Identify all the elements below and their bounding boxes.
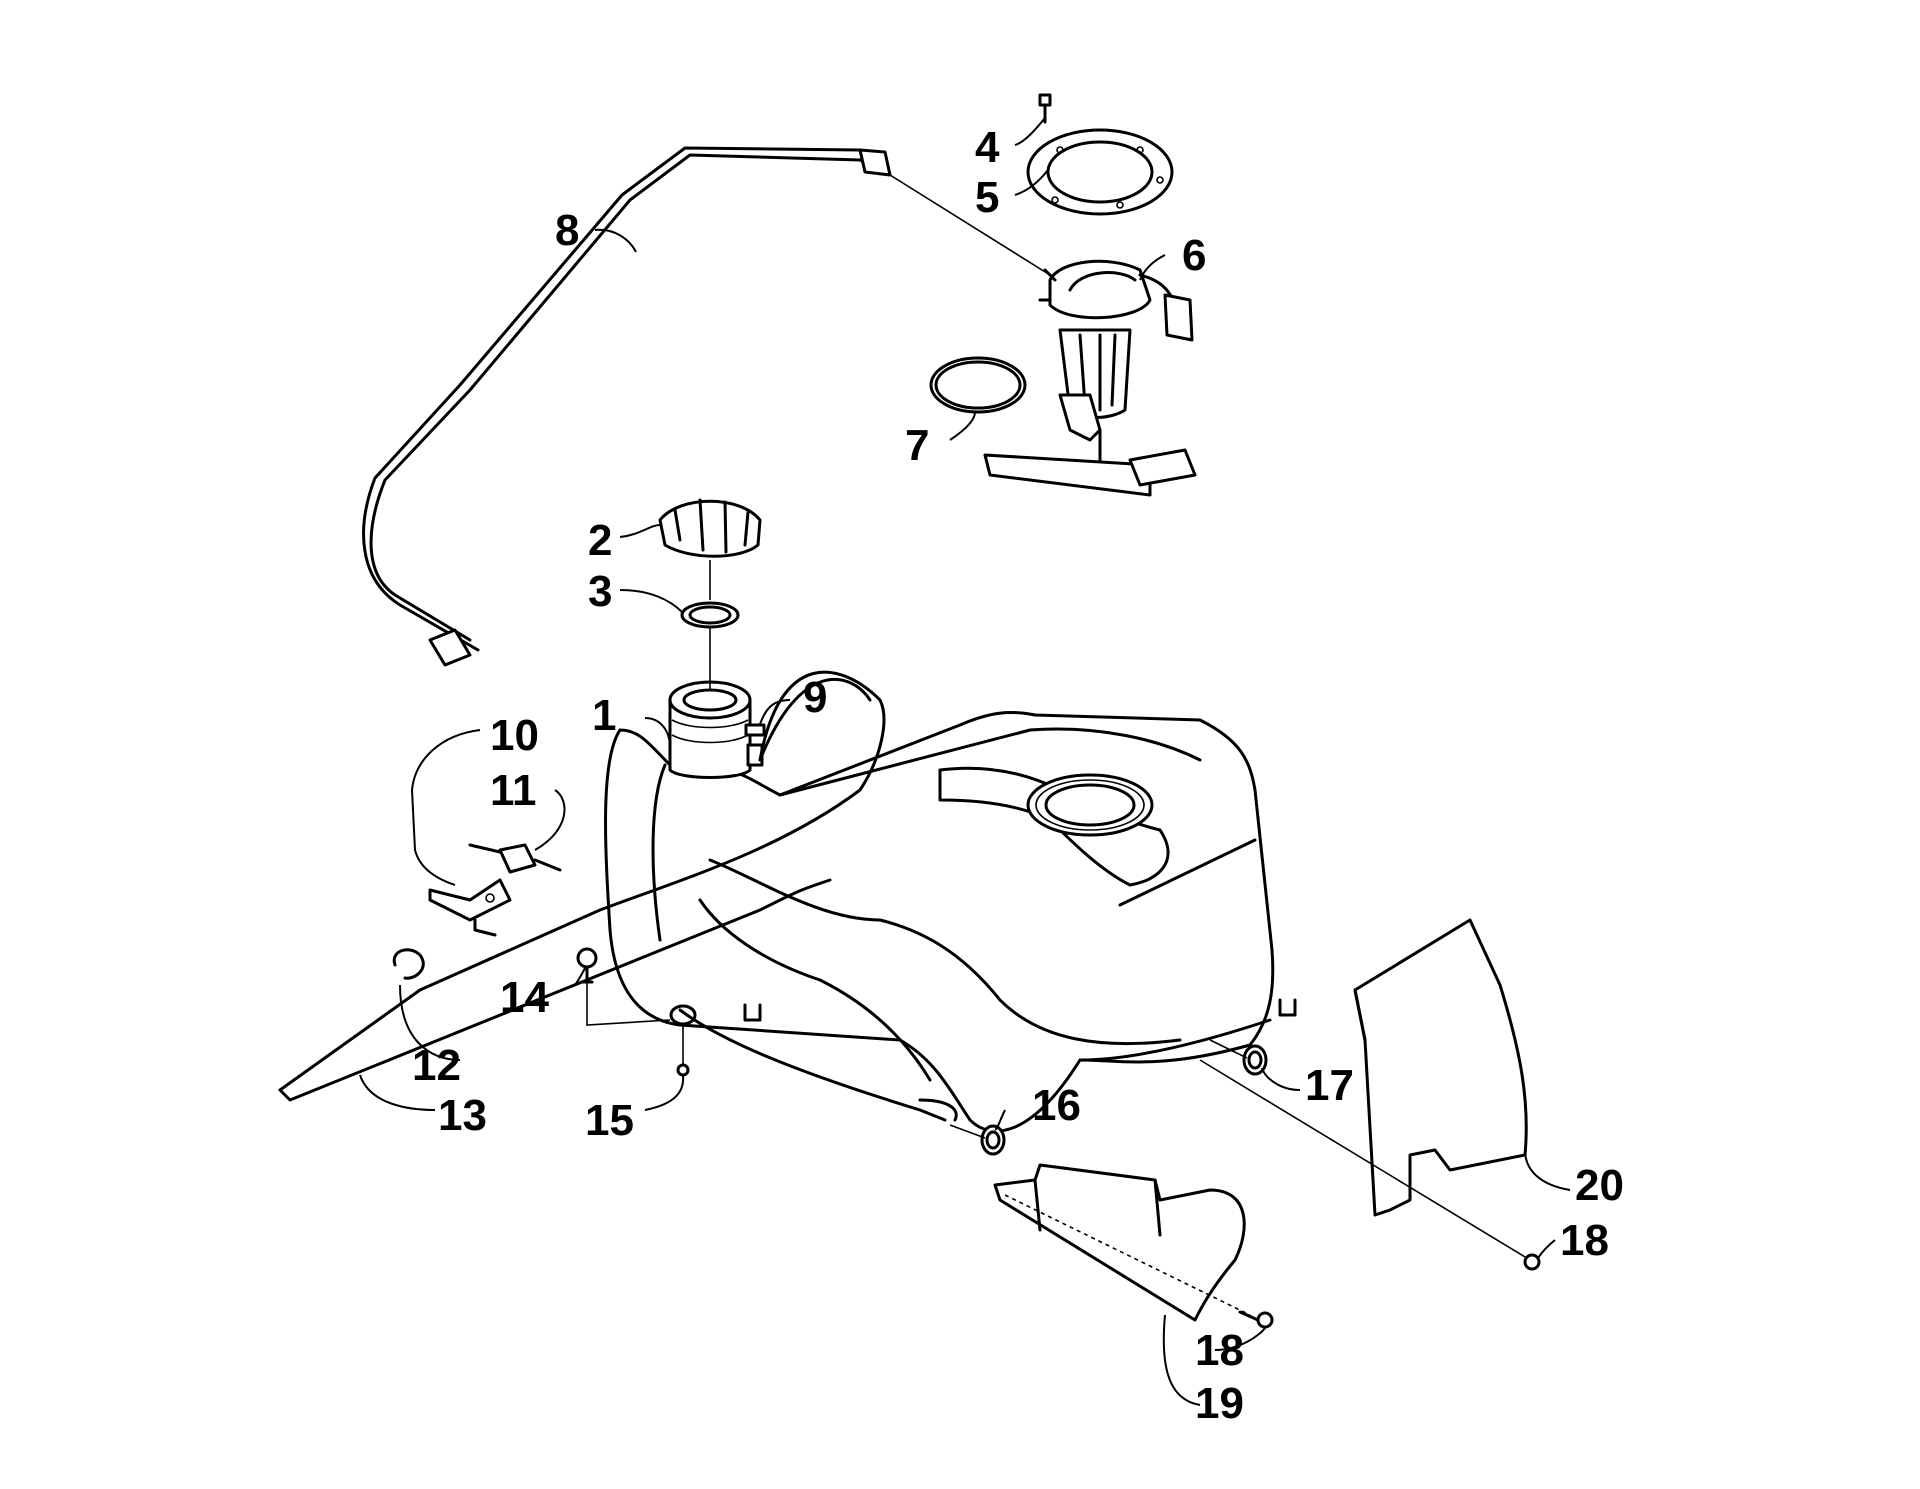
callout-19: 19 [1195,1379,1244,1428]
callout-15: 15 [585,1096,634,1145]
pump-o-ring [929,356,1027,414]
callout-11: 11 [490,766,537,815]
vent-hose [278,670,886,1102]
callout-4: 4 [975,123,1000,172]
callout-1: 1 [592,691,616,740]
bracket-hole [485,893,495,903]
callout-2: 2 [588,516,612,565]
pump-flange-bolt [1038,93,1052,124]
shield-screw-rear [1523,1253,1541,1271]
callout-8: 8 [555,206,579,255]
callout-18b: 18 [1195,1326,1244,1375]
callout-12: 12 [412,1041,461,1090]
tank-mount-grommet-front [980,1124,1006,1156]
callout-18a: 18 [1560,1216,1609,1265]
callout-16: 16 [1032,1081,1081,1130]
callout-20: 20 [1575,1161,1624,1210]
vent-hose-clamp [744,723,766,737]
push-pin-rivet [576,947,598,984]
quick-connect-fitting [428,628,472,667]
callout-leader-lines [359,117,1571,1406]
pump-flange-gasket [1026,128,1174,216]
spring-clamp [392,948,425,980]
fuel-pump-assembly [983,259,1197,497]
callout-17: 17 [1305,1061,1354,1110]
tank-mount-grommet-rear [1242,1044,1268,1076]
check-valve [468,843,562,874]
fuel-cap [658,498,762,558]
fuel-line-hose [369,153,882,642]
callout-3: 3 [588,567,612,616]
callout-13: 13 [438,1091,487,1140]
callout-14: 14 [500,973,549,1022]
shield-screw-front [1238,1310,1274,1329]
fuel-tank [604,680,1297,1133]
callout-6: 6 [1182,231,1206,280]
callout-9: 9 [803,673,827,722]
valve-mounting-bracket [428,878,512,922]
heat-shield-front [993,1163,1246,1322]
callout-10: 10 [490,711,539,760]
callout-5: 5 [975,173,999,222]
callout-7: 7 [905,421,929,470]
heat-shield-rear [1353,918,1528,1217]
